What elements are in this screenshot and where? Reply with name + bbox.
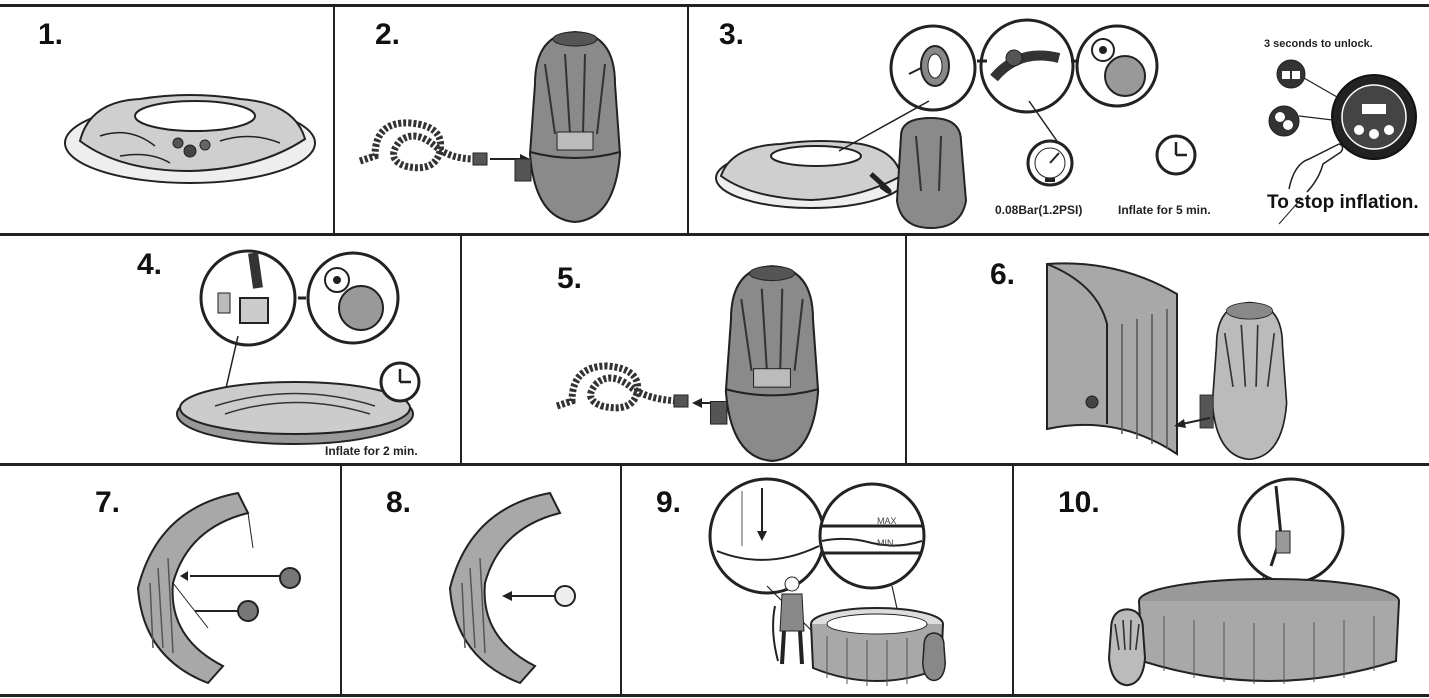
step-number: 1.	[38, 18, 64, 51]
col-divider	[333, 4, 335, 234]
pump-icon	[709, 265, 820, 462]
water-level-detail-icon	[818, 482, 926, 590]
control-panel-detail-icon	[306, 251, 400, 345]
row-divider-1	[0, 233, 1429, 236]
pump-icon	[1199, 301, 1288, 461]
col-divider	[340, 464, 342, 696]
row-divider-2	[0, 463, 1429, 466]
stop-inflation-label: To stop inflation.	[1267, 192, 1419, 213]
col-divider	[620, 464, 622, 696]
min-label: MIN	[877, 538, 894, 548]
step-7-panel: 7.	[0, 466, 340, 694]
person-with-hose-icon	[772, 576, 805, 665]
col-divider	[905, 234, 907, 464]
control-panel-icon	[1331, 74, 1417, 160]
col-divider	[1012, 464, 1014, 696]
hose-connector-detail-icon	[979, 18, 1075, 114]
step-number: 3.	[719, 18, 745, 51]
pressure-gauge-icon	[1026, 139, 1074, 187]
inflate-time-label: Inflate for 2 min.	[325, 444, 418, 458]
inflate-time-label: Inflate for 5 min.	[1118, 203, 1211, 217]
timer-clock-icon	[379, 361, 421, 403]
hose-icon	[358, 119, 530, 172]
col-divider	[687, 4, 689, 234]
valve-detail-icon	[199, 249, 297, 347]
step-number: 4.	[137, 248, 163, 281]
pump-icon	[514, 30, 622, 224]
tub-wall-section-icon	[1046, 262, 1178, 456]
deflated-tub-with-pump-illustration	[715, 116, 968, 230]
lock-button-icon	[1276, 59, 1306, 89]
max-label: MAX	[877, 516, 897, 526]
step-10-panel: 10.	[1014, 466, 1429, 694]
pressure-label: 0.08Bar(1.2PSI)	[995, 203, 1083, 217]
pump-icon	[1107, 608, 1147, 687]
cover-strap-detail-icon	[1237, 477, 1345, 585]
step-number: 7.	[95, 486, 121, 519]
step-number: 2.	[375, 18, 401, 51]
tub-wall-inner-icon	[448, 491, 562, 685]
step-number: 9.	[656, 486, 682, 519]
arrow-icon	[1174, 417, 1211, 428]
top-rule	[0, 4, 1429, 7]
jet-fittings-icon	[180, 567, 301, 622]
col-divider	[460, 234, 462, 464]
timer-clock-icon	[1155, 134, 1197, 176]
hose-icon	[555, 362, 722, 412]
step-number: 6.	[990, 258, 1016, 291]
inflatable-floor-icon	[176, 381, 414, 445]
valve-detail-icon	[889, 24, 977, 112]
step-1-panel: 1.	[0, 6, 333, 234]
deflated-tub-illustration	[64, 94, 316, 184]
tub-wall-inner-icon	[136, 491, 254, 685]
inflated-tub-icon	[810, 607, 944, 686]
step-number: 8.	[386, 486, 412, 519]
step-8-panel: 8.	[342, 466, 620, 694]
connector-lines	[838, 59, 1079, 152]
control-panel-detail-icon	[1075, 24, 1159, 108]
step-9-panel: 9. MAX MIN	[622, 466, 1012, 694]
step-2-panel: 2.	[335, 6, 687, 234]
bottom-rule	[0, 694, 1429, 697]
hand-pointer-icon	[1278, 143, 1344, 225]
cap-fitting-icon	[502, 585, 576, 607]
callout-lines	[1298, 77, 1345, 122]
step-number: 10.	[1058, 486, 1100, 519]
step-6-panel: 6.	[907, 236, 1429, 464]
inflate-button-icon	[1268, 105, 1300, 137]
step-4-panel: 4. Inflate for 2 min.	[0, 236, 460, 464]
step-number: 5.	[557, 262, 583, 295]
unlock-note: 3 seconds to unlock.	[1264, 38, 1373, 50]
pump-icon	[921, 632, 947, 682]
covered-tub-icon	[1138, 578, 1400, 684]
step-3-panel: 3. 0.08Bar(1.2PSI)	[689, 6, 1429, 234]
step-5-panel: 5.	[462, 236, 905, 464]
